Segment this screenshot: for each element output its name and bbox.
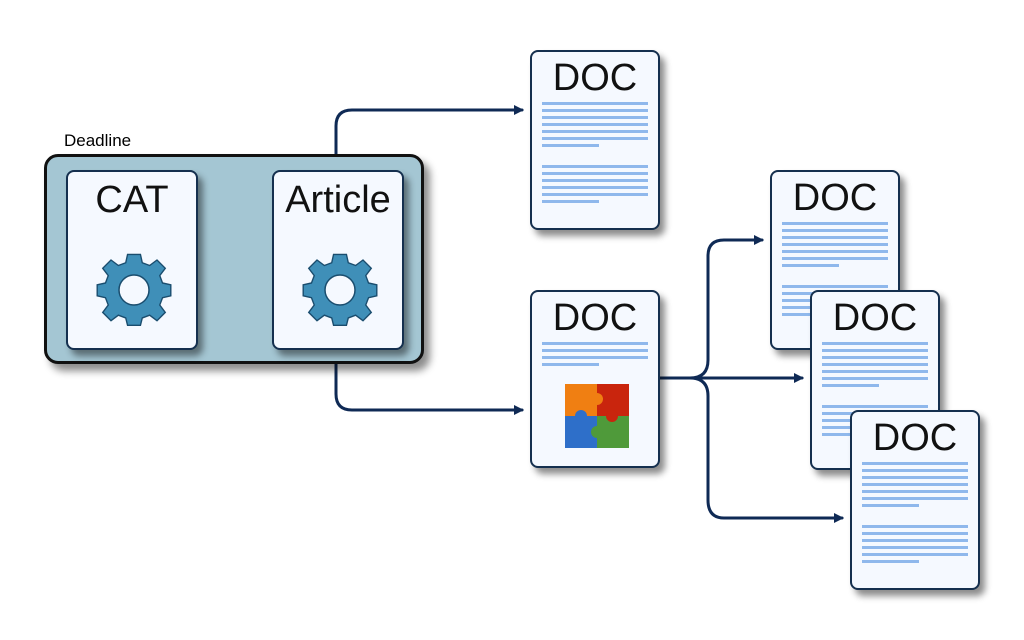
- deadline-label: Deadline: [64, 131, 132, 150]
- arrow-article-to-doc-middle: [334, 348, 524, 415]
- gear-icon: [302, 253, 378, 326]
- process-title: CAT: [95, 179, 169, 221]
- document-card-top: DOC: [530, 50, 660, 230]
- process-card-cat: CAT: [66, 170, 198, 350]
- document-text-lines: [542, 102, 648, 207]
- document-card-middle: DOC: [530, 290, 660, 468]
- document-text-lines: [862, 462, 968, 567]
- arrow-doc-middle-to-doc-right-1: [658, 235, 764, 380]
- arrow-article-to-doc-top: [334, 105, 524, 174]
- document-title: DOC: [792, 177, 878, 219]
- puzzle-icon: [565, 384, 629, 448]
- document-title: DOC: [552, 297, 638, 339]
- document-title: DOC: [872, 417, 958, 459]
- document-card-right-3: DOC: [850, 410, 980, 590]
- process-title: Article: [285, 179, 391, 221]
- process-card-article: Article: [272, 170, 404, 350]
- gear-icon: [96, 253, 172, 326]
- document-title: DOC: [832, 297, 918, 339]
- arrow-doc-middle-to-doc-right-3: [688, 376, 844, 523]
- document-title: DOC: [552, 57, 638, 99]
- document-text-lines: [542, 342, 648, 370]
